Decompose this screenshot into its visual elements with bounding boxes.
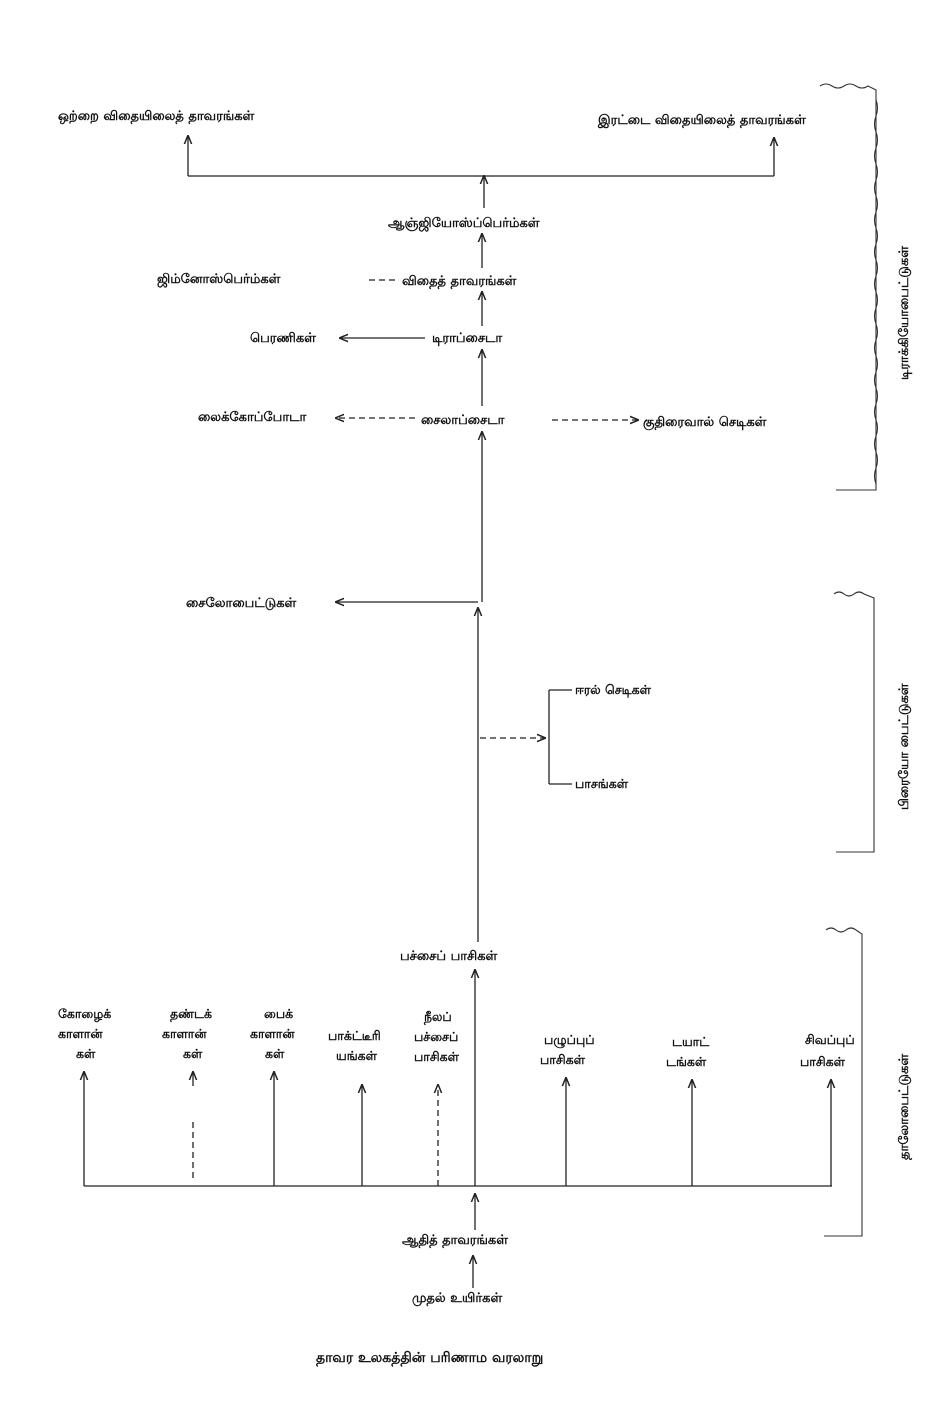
svg-text:பாசிகள்: பாசிகள்: [540, 1052, 586, 1067]
bacteria-label: பாக்ட்டீரி யங்கள்: [328, 1028, 381, 1063]
pteropsida-label: டிராப்சைடா: [432, 331, 502, 346]
ferns-label: பெரணிகள்: [250, 331, 316, 346]
psilopsida-label: சைலாப்சைடா: [421, 413, 505, 428]
sac-fungi-label: பைக் காளான் கள்: [250, 1006, 295, 1061]
stalk-fungi-label: தண்டக் காளான் கள்: [162, 1006, 213, 1061]
svg-text:கள்: கள்: [183, 1046, 203, 1061]
svg-text:பாசிகள்: பாசிகள்: [800, 1054, 846, 1069]
lycopsida-label: லைக்கோப்போடா: [198, 410, 306, 425]
gymnosperms-label: ஜிம்னோஸ்பெர்ம்கள்: [157, 272, 281, 288]
tracheophytes-label: டிராக்கியோபைட்டுகள்: [897, 246, 912, 380]
connectors: [84, 136, 832, 1288]
svg-text:காளான்: காளான்: [58, 1026, 103, 1041]
svg-text:டயாட்: டயாட்: [672, 1034, 710, 1049]
svg-text:பாக்ட்டீரி: பாக்ட்டீரி: [328, 1028, 381, 1043]
svg-text:சிவப்புப்: சிவப்புப்: [805, 1032, 855, 1047]
bluegreen-algae-label: நீலப் பச்சைப் பாசிகள்: [414, 1009, 460, 1064]
psilophytes-label: சைலோபைட்டுகள்: [186, 596, 297, 611]
angiosperms-label: ஆஞ்ஜியோஸ்ப்பெர்ம்கள்: [388, 216, 540, 232]
svg-text:நீலப்: நீலப்: [423, 1009, 452, 1025]
bryophytes-bracket: பிரையோ பைட்டுகள்: [833, 591, 912, 853]
svg-text:டங்கள்: டங்கள்: [666, 1054, 707, 1069]
svg-text:யங்கள்: யங்கள்: [336, 1048, 378, 1063]
svg-text:கள்: கள்: [265, 1046, 285, 1061]
monocot-label: ஒற்றை விதையிலைத் தாவரங்கள்: [58, 109, 255, 124]
fungi-label: கோழைக் காளான் கள்: [58, 1006, 112, 1061]
diatoms-label: டயாட் டங்கள்: [666, 1034, 710, 1069]
red-algae-label: சிவப்புப் பாசிகள்: [800, 1032, 855, 1069]
thallophytes-bracket: தாலோபைட்டுகள்: [824, 927, 912, 1237]
svg-text:பாசிகள்: பாசிகள்: [414, 1049, 460, 1064]
svg-text:கோழைக்: கோழைக்: [58, 1006, 112, 1022]
green-algae-label: பச்சைப் பாசிகள்: [400, 949, 498, 964]
svg-text:காளான்: காளான்: [162, 1026, 207, 1041]
first-life-label: முதல் உயிர்கள்: [412, 1291, 502, 1306]
svg-text:பச்சைப்: பச்சைப்: [414, 1029, 458, 1044]
primitive-plants-label: ஆதித் தாவரங்கள்: [402, 1233, 508, 1248]
tracheophytes-bracket: டிராக்கியோபைட்டுகள்: [819, 83, 912, 491]
thallophytes-label: தாலோபைட்டுகள்: [897, 1054, 912, 1160]
brown-algae-label: பழுப்புப் பாசிகள்: [540, 1032, 595, 1067]
svg-text:பைக்: பைக்: [264, 1006, 294, 1021]
diagram-caption: தாவர உலகத்தின் பரிணாம வரலாறு: [316, 1350, 543, 1367]
svg-text:கள்: கள்: [76, 1046, 96, 1061]
svg-text:காளான்: காளான்: [250, 1026, 295, 1041]
bryophytes-label: பிரையோ பைட்டுகள்: [897, 683, 912, 810]
liverworts-label: ஈரல் செடிகள்: [575, 682, 652, 698]
seed-plants-label: விதைத் தாவரங்கள்: [402, 274, 517, 289]
svg-text:தண்டக்: தண்டக்: [170, 1006, 213, 1022]
svg-text:பழுப்புப்: பழுப்புப்: [544, 1032, 595, 1049]
horsetails-label: குதிரைவால் செடிகள்: [643, 415, 767, 430]
dicot-label: இரட்டை விதையிலைத் தாவரங்கள்: [597, 113, 806, 128]
mosses-label: பாசங்கள்: [575, 776, 629, 791]
